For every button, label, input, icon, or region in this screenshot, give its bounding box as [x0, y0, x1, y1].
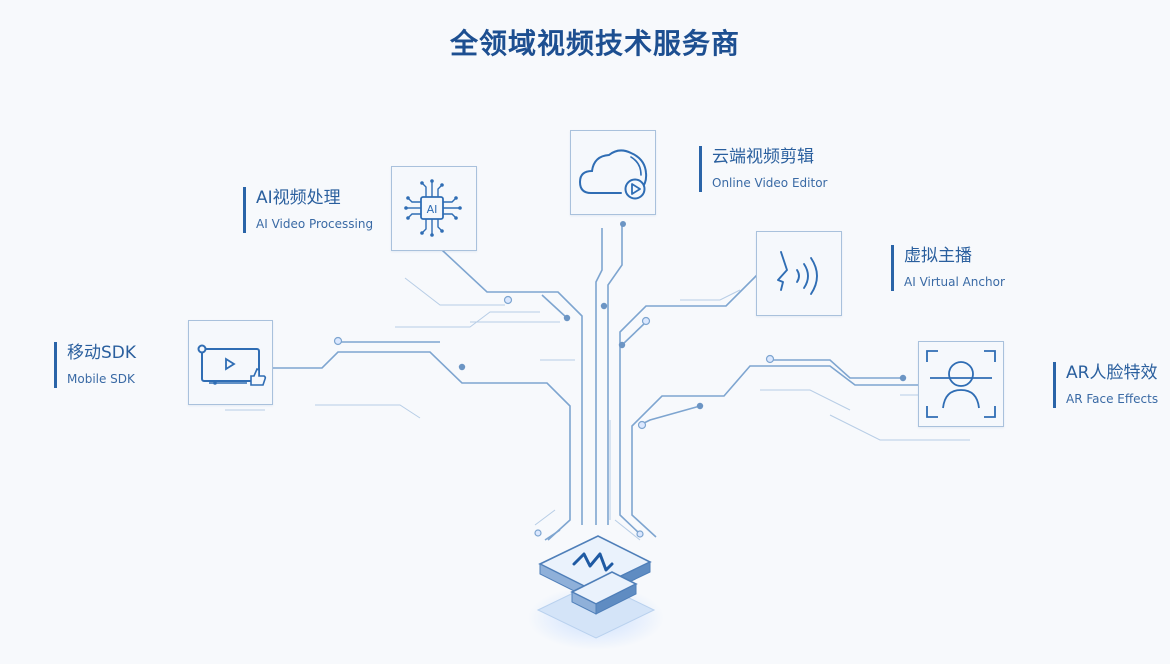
- video-thumbs-up-icon: [197, 344, 267, 386]
- ai-video-card[interactable]: AI: [391, 166, 477, 251]
- virtual-anchor-subtitle: AI Virtual Anchor: [904, 275, 1005, 289]
- mobile-sdk-card[interactable]: [188, 320, 273, 405]
- cloud-play-icon: [578, 149, 648, 200]
- cloud-editor-label: 云端视频剪辑 Online Video Editor: [699, 146, 827, 192]
- virtual-anchor-card[interactable]: [756, 231, 842, 316]
- ar-face-subtitle: AR Face Effects: [1066, 392, 1159, 406]
- face-scan-icon: [926, 350, 996, 418]
- cloud-editor-title: 云端视频剪辑: [712, 147, 814, 167]
- ai-chip-text: AI: [427, 203, 438, 216]
- ar-face-label: AR人脸特效 AR Face Effects: [1053, 362, 1158, 408]
- cloud-editor-subtitle: Online Video Editor: [712, 176, 828, 190]
- ar-face-card[interactable]: [918, 341, 1004, 427]
- mobile-sdk-subtitle: Mobile SDK: [67, 372, 135, 386]
- mobile-sdk-label: 移动SDK Mobile SDK: [54, 342, 136, 388]
- page-title: 全领域视频技术服务商: [449, 27, 740, 60]
- mobile-sdk-title: 移动SDK: [67, 343, 137, 363]
- ai-video-title: AI视频处理: [256, 188, 341, 208]
- hub-platform: [528, 535, 664, 650]
- cloud-editor-card[interactable]: [570, 130, 656, 215]
- ai-video-label: AI视频处理 AI Video Processing: [243, 187, 373, 233]
- voice-broadcast-icon: [777, 251, 818, 295]
- ar-face-title: AR人脸特效: [1066, 363, 1158, 383]
- ai-video-subtitle: AI Video Processing: [256, 217, 374, 231]
- virtual-anchor-label: 虚拟主播 AI Virtual Anchor: [891, 245, 1005, 291]
- brand-m-logo-icon: [572, 552, 614, 572]
- ai-chip-icon: AI: [404, 179, 462, 237]
- virtual-anchor-title: 虚拟主播: [904, 246, 972, 266]
